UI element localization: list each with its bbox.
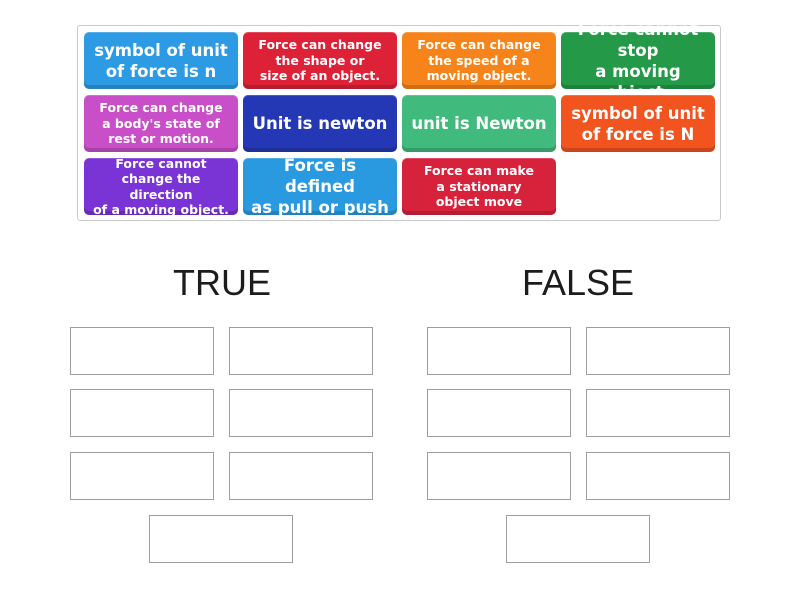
card-label: unit is Newton [411,114,547,133]
card-tray: symbol of unit of force is n Force can c… [77,20,721,221]
false-drop-slot[interactable] [427,327,571,375]
true-drop-slot[interactable] [70,389,214,437]
card-label: Unit is newton [252,114,388,133]
card-label: Force can change a body's state of rest … [99,100,223,147]
group-title-true: TRUE [173,262,271,303]
card-force-speed[interactable]: Force can change the speed of a moving o… [402,32,556,89]
card-symbol-unit-N[interactable]: symbol of unit of force is N [561,95,715,152]
card-force-cannot-change-direction[interactable]: Force cannot change the direction of a m… [84,155,238,218]
true-drop-slot[interactable] [229,389,373,437]
card-symbol-unit-n[interactable]: symbol of unit of force is n [84,32,238,89]
true-drop-slot[interactable] [229,452,373,500]
card-force-cannot-stop[interactable]: Force cannot stop a moving object. [561,20,715,102]
true-drop-slot[interactable] [229,327,373,375]
true-drop-slot[interactable] [70,327,214,375]
card-label: Force cannot stop a moving object. [577,19,699,102]
card-force-stationary-move[interactable]: Force can make a stationary object move [402,158,556,215]
card-label: Force can change the speed of a moving o… [417,37,541,84]
false-drop-slot[interactable] [586,452,730,500]
card-unit-newton-upper[interactable]: unit is Newton [402,95,556,152]
card-label: Force is defined as pull or push [251,156,389,217]
card-force-pull-push[interactable]: Force is defined as pull or push [243,156,397,217]
true-drop-slot[interactable] [149,515,293,563]
card-label: Force can change the shape or size of an… [258,37,382,84]
card-unit-newton-lower[interactable]: Unit is newton [243,95,397,152]
true-drop-slot[interactable] [70,452,214,500]
false-drop-slot[interactable] [427,452,571,500]
false-drop-slot[interactable] [586,389,730,437]
card-force-shape-size[interactable]: Force can change the shape or size of an… [243,32,397,89]
card-label: Force cannot change the direction of a m… [93,155,229,218]
false-drop-slot[interactable] [427,389,571,437]
card-force-state-rest-motion[interactable]: Force can change a body's state of rest … [84,95,238,152]
card-label: symbol of unit of force is n [94,40,228,81]
false-drop-slot[interactable] [506,515,650,563]
card-label: Force can make a stationary object move [423,163,535,210]
false-drop-slot[interactable] [586,327,730,375]
group-title-false: FALSE [521,262,635,303]
card-label: symbol of unit of force is N [571,103,705,144]
